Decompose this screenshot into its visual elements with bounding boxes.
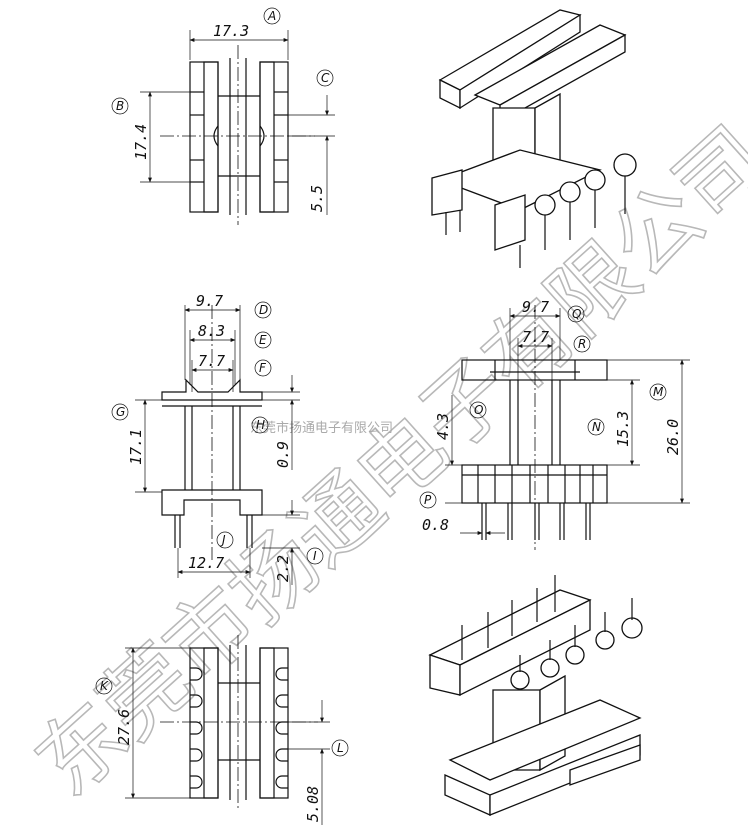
label-D: D (259, 303, 268, 317)
dim-L: 5.08 (304, 786, 322, 822)
dim-M: 26.0 (664, 419, 682, 455)
label-B: B (116, 99, 124, 113)
label-O: O (474, 403, 483, 417)
dim-K: 27.6 (115, 709, 133, 745)
dim-H: 0.9 (274, 441, 292, 468)
dim-A: 17.3 (213, 22, 249, 40)
dim-E: 8.3 (198, 322, 225, 340)
label-I: I (313, 549, 317, 563)
label-J: J (220, 533, 226, 547)
dim-D: 9.7 (196, 292, 223, 310)
dim-O: 4.3 (434, 413, 452, 440)
label-A: A (267, 9, 276, 23)
dim-I: 2.2 (274, 555, 292, 582)
front-view: 9.7 D 8.3 E 7.7 F 17.1 G 0.9 H (111, 292, 324, 585)
isometric-view-bottom (428, 575, 643, 817)
label-R: R (578, 337, 586, 351)
label-C: C (321, 71, 330, 85)
dim-N: 15.3 (614, 411, 632, 447)
top-view: 17.3 A 17.4 B 5.5 C (111, 7, 335, 225)
label-L: L (337, 741, 344, 755)
dim-F: 7.7 (198, 352, 225, 370)
dim-C: 5.5 (308, 185, 326, 212)
label-K: K (100, 679, 109, 693)
dim-G: 17.1 (127, 429, 145, 465)
label-G: G (116, 405, 125, 419)
bottom-view: 27.6 K 5.08 L (95, 635, 349, 825)
label-P: P (424, 493, 432, 507)
label-Q: Q (572, 307, 581, 321)
dim-R: 7.7 (522, 328, 549, 346)
dim-J: 12.7 (188, 554, 224, 572)
dim-P: 0.8 (422, 516, 449, 534)
label-H: H (256, 418, 265, 432)
label-N: N (592, 420, 601, 434)
label-E: E (259, 333, 267, 347)
side-view: 9.7 Q 7.7 R 26.0 M 15.3 N 4.3 O (419, 298, 690, 550)
isometric-view-top (431, 9, 637, 268)
dim-Q: 9.7 (522, 298, 549, 316)
watermark-text-small: 东莞市扬通电子有限公司 (250, 420, 393, 436)
label-F: F (259, 361, 267, 375)
label-M: M (653, 385, 664, 399)
dim-B: 17.4 (132, 124, 150, 160)
